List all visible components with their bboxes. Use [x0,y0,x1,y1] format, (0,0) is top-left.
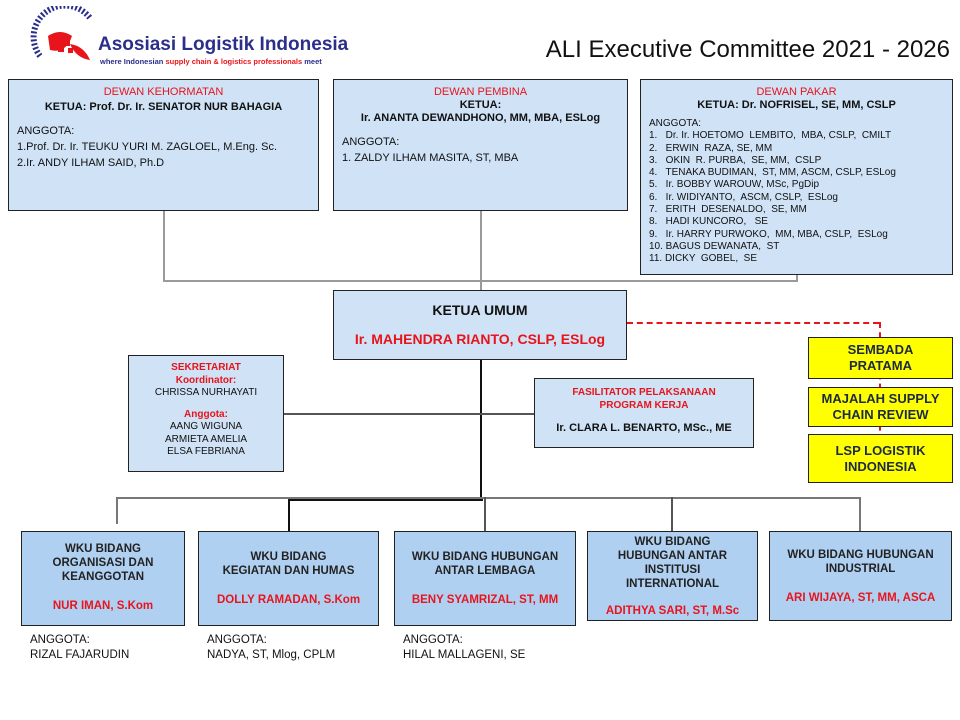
dewan-pembina-box: DEWAN PEMBINA KETUA: Ir. ANANTA DEWANDHO… [333,79,628,211]
ketua-umum-name: Ir. MAHENDRA RIANTO, CSLP, ESLog [354,331,606,347]
logo-name: Asosiasi Logistik Indonesia [98,34,349,55]
dashed-connector [627,322,879,324]
koordinator: CHRISSA NURHAYATI [154,387,258,398]
fasilitator-box: FASILITATOR PELAKSANAAN PROGRAM KERJA Ir… [534,378,754,448]
wku-title: WKU BIDANG HUBUNGAN [787,549,934,561]
wku-title: INTERNATIONAL [625,578,720,590]
wku-title: ORGANISASI DAN [52,557,154,569]
connector-line [480,360,482,499]
member: ARMIETA AMELIA [164,433,248,445]
wku-name: ARI WIJAYA, ST, MM, ASCA [785,592,936,604]
wku-title: KEANGGOTAN [61,571,145,583]
wku-title: INDUSTRIAL [825,563,896,575]
member: 6. Ir. WIDIYANTO, ASCM, CSLP, ESLog [649,191,838,203]
logo: Asosiasi Logistik Indonesia where Indone… [30,6,370,68]
sekretariat-box: SEKRETARIAT Koordinator: CHRISSA NURHAYA… [128,355,284,472]
member-list: 1. Dr. Ir. HOETOMO LEMBITO, MBA, CSLP, C… [649,130,944,265]
connector-line [283,413,535,415]
member: 4. TENAKA BUDIMAN, ST, MM, ASCM, CSLP, E… [649,167,896,179]
member: 1. ZALDY ILHAM MASITA, ST, MBA [342,152,519,164]
wku-title: ANTAR LEMBAGA [434,565,536,577]
logo-tagline: where Indonesian supply chain & logistic… [100,57,322,66]
member: 3. OKIN R. PURBA, SE, MM, CSLP [649,154,822,166]
logo-emblem-icon [30,6,93,60]
member: 9. Ir. HARRY PURWOKO, MM, MBA, CSLP, ESL… [649,228,888,240]
heading: FASILITATOR PELAKSANAAN [572,387,716,398]
wku-title: WKU BIDANG [64,543,142,555]
koordinator-label: Koordinator: [175,374,237,386]
ketua: KETUA: Prof. Dr. Ir. SENATOR NUR BAHAGIA [44,101,283,113]
member: 7. ERITH DESENALDO, SE, MM [649,204,807,216]
member: 11. DICKY GOBEL, SE [649,253,758,265]
ketua: KETUA: Dr. NOFRISEL, SE, MM, CSLP [697,99,896,111]
heading: PROGRAM KERJA [599,400,689,411]
connector-line [484,497,486,531]
wku-name: DOLLY RAMADAN, S.Kom [216,594,361,606]
wku-anggota: ANGGOTA:HILAL MALLAGENI, SE [403,634,526,661]
dewan-pakar-box: DEWAN PAKAR KETUA: Dr. NOFRISEL, SE, MM,… [640,79,953,275]
ketua-label: KETUA: [459,99,502,111]
member: AANG WIGUNA [169,421,243,432]
member: 1. Dr. Ir. HOETOMO LEMBITO, MBA, CSLP, C… [649,130,892,142]
wku-title: INSTITUSI [644,564,701,576]
unit-majalah-scr: MAJALAH SUPPLY CHAIN REVIEW [808,387,953,427]
wku-title: WKU BIDANG HUBUNGAN [411,551,559,563]
connector-line [859,497,861,531]
fasilitator-name: Ir. CLARA L. BENARTO, MSc., ME [556,422,732,434]
wku-internasional-box: WKU BIDANG HUBUNGAN ANTAR INSTITUSI INTERNA… [587,531,758,621]
ketua: Ir. ANANTA DEWANDHONO, MM, MBA, ESLog [360,112,601,124]
connector-line [796,274,798,281]
wku-anggota: ANGGOTA:RIZAL FAJARUDIN [30,634,130,661]
member: 2.Ir. ANDY ILHAM SAID, Ph.D [17,157,165,169]
page-title: ALI Executive Committee 2021 - 2026 [545,36,950,63]
unit-sembada-pratama: SEMBADA PRATAMA [808,337,953,379]
member: 1.Prof. Dr. Ir. TEUKU YURI M. ZAGLOEL, M… [17,141,277,153]
wku-name: ADITHYA SARI, ST, M.Sc [605,605,740,617]
anggota-label: ANGGOTA: [649,118,702,129]
wku-industrial-box: WKU BIDANG HUBUNGAN INDUSTRIAL ARI WIJAYA… [769,531,952,621]
connector-line [163,280,798,282]
heading: SEKRETARIAT [171,362,241,373]
heading: DEWAN PEMBINA [433,86,528,98]
wku-name: BENY SYAMRIZAL, ST, MM [411,594,559,606]
member: ELSA FEBRIANA [167,446,245,457]
wku-anggota: ANGGOTA:NADYA, ST, Mlog, CPLM [207,634,336,661]
wku-antar-lembaga-box: WKU BIDANG HUBUNGAN ANTAR LEMBAGA BENY SY… [394,531,576,626]
anggota-label: ANGGOTA: [17,125,75,137]
connector-line [671,497,673,531]
ketua-umum-box: KETUA UMUM Ir. MAHENDRA RIANTO, CSLP, ES… [333,290,627,360]
wku-organisasi-box: WKU BIDANG ORGANISASI DAN KEANGGOTAN NUR I… [21,531,185,626]
wku-name: NUR IMAN, S.Kom [52,600,154,612]
unit-lsp-logistik: LSP LOGISTIK INDONESIA [808,434,953,483]
connector-line [116,497,118,524]
member: 5. Ir. BOBBY WAROUW, MSc, PgDip [649,179,820,191]
wku-title: WKU BIDANG [250,551,327,563]
member: 2. ERWIN RAZA, SE, MM [649,142,773,154]
connector-line [288,499,483,501]
heading: DEWAN KEHORMATAN [103,86,224,98]
wku-title: WKU BIDANG [634,536,711,548]
connector-line [163,211,165,281]
member: 8. HADI KUNCORO, SE [649,216,768,228]
member: 10. BAGUS DEWANATA, ST [649,240,780,252]
connector-line [480,211,482,291]
anggota-label: Anggota: [184,408,228,420]
wku-title: KEGIATAN DAN HUMAS [222,565,355,577]
wku-kegiatan-box: WKU BIDANG KEGIATAN DAN HUMAS DOLLY RAMAD… [198,531,379,626]
connector-line [288,499,290,531]
heading: DEWAN PAKAR [756,86,837,98]
heading: KETUA UMUM [432,302,528,318]
anggota-label: ANGGOTA: [342,136,400,148]
wku-title: HUBUNGAN ANTAR [617,550,728,562]
dewan-kehormatan-box: DEWAN KEHORMATAN KETUA: Prof. Dr. Ir. SE… [8,79,319,211]
connector-line [116,497,861,499]
